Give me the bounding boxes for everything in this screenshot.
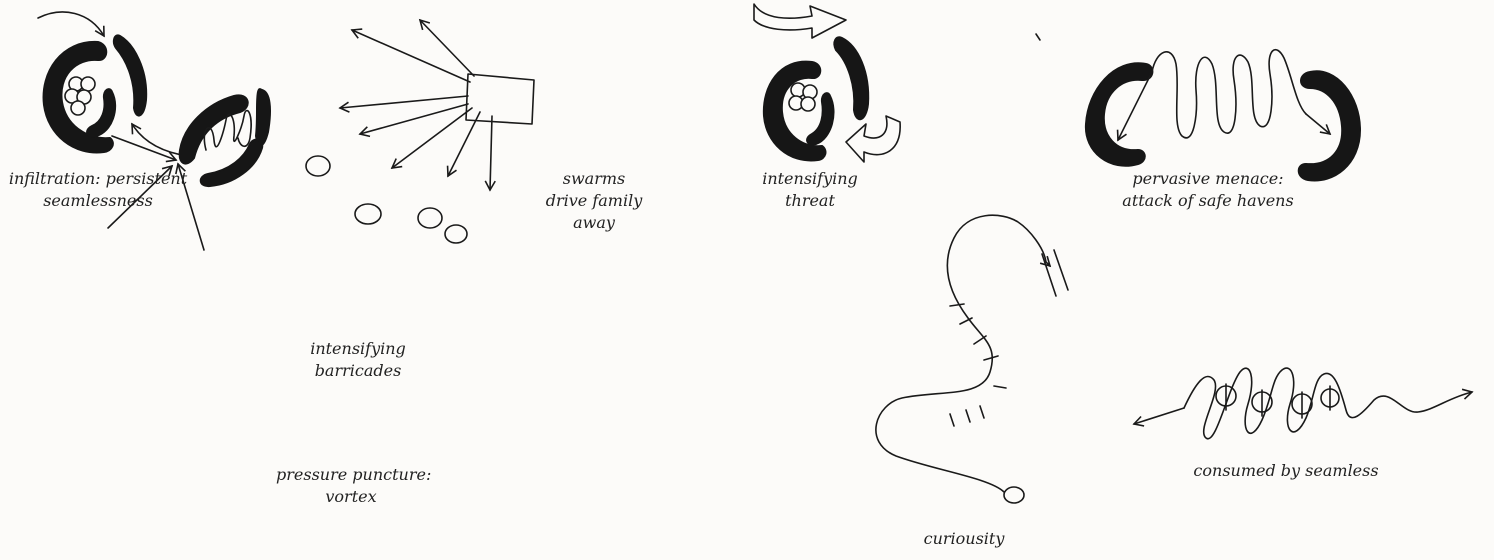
caption-curiousity: curiousity [904,528,1024,550]
caption-line: swarms [534,168,654,190]
stray-mark [1036,34,1040,40]
caption-consumed-by-seamless: consumed by seamless [1186,460,1386,482]
caption-line: away [534,212,654,234]
caption-line: pervasive menace: [1108,168,1308,190]
caption-line: vortex [276,486,426,508]
caption-infiltration: infiltration: persistent seamlessness [6,168,190,212]
caption-line: barricades [298,360,418,382]
caption-line: intensifying [298,338,418,360]
caption-swarms: swarms drive family away [534,168,654,234]
curiousity-sketch [876,215,1068,503]
caption-line: curiousity [904,528,1024,550]
caption-pervasive-menace: pervasive menace: attack of safe havens [1108,168,1308,212]
consumed-by-seamless-sketch [1134,368,1472,439]
caption-line: pressure puncture: [276,464,426,486]
caption-line: consumed by seamless [1186,460,1386,482]
caption-intensifying-threat: intensifying threat [750,168,870,212]
caption-line: drive family [534,190,654,212]
caption-pressure-puncture: pressure puncture: vortex [276,464,426,508]
intensifying-threat-sketch [754,4,900,162]
caption-line: intensifying [750,168,870,190]
infiltration-sketch [38,12,188,156]
pervasive-menace-sketch [1086,50,1360,181]
caption-line: threat [750,190,870,212]
caption-line: infiltration: persistent [6,168,190,190]
caption-line: seamlessness [6,190,190,212]
caption-intensifying-barricades: intensifying barricades [298,338,418,382]
swarms-sketch [306,20,534,243]
caption-line: attack of safe havens [1108,190,1308,212]
